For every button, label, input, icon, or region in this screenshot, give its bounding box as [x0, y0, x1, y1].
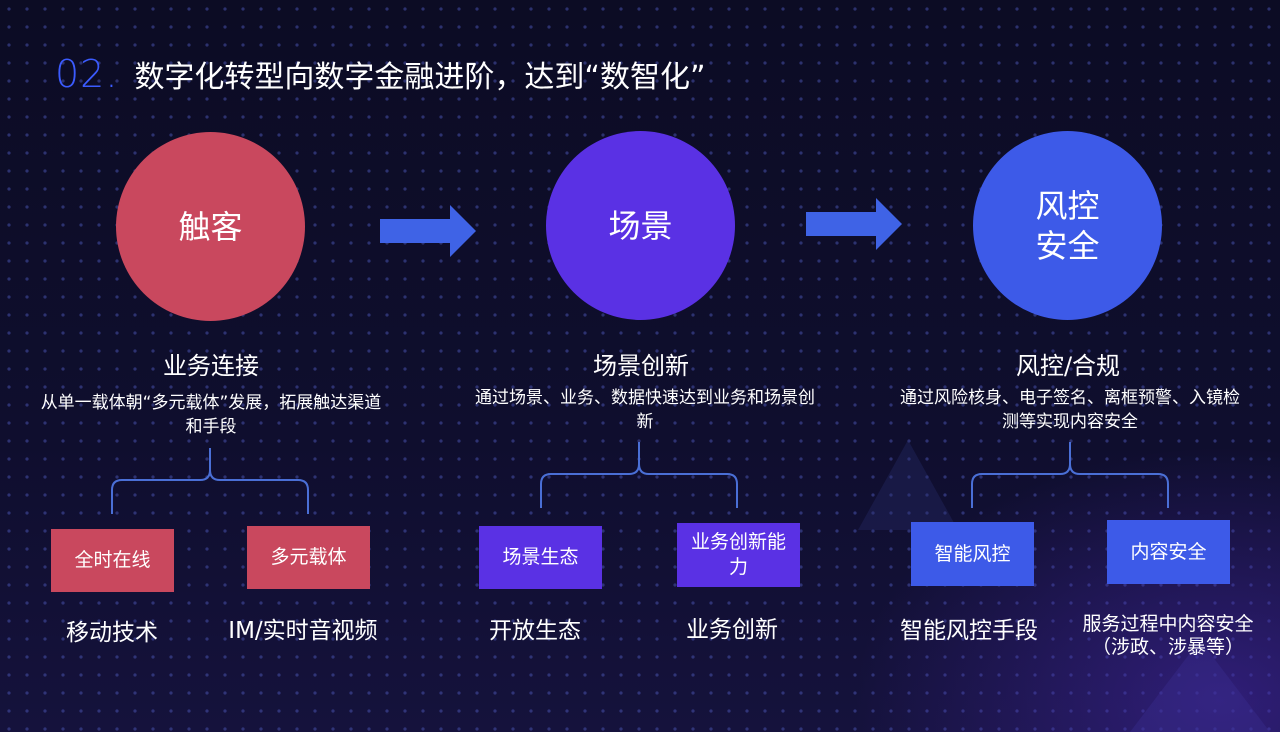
circle-label: 触客: [178, 207, 243, 246]
bracket-connector: [540, 442, 738, 508]
bracket-connector: [971, 442, 1169, 508]
section-number: 02.: [55, 52, 119, 96]
circle-chuke: 触客: [116, 132, 305, 321]
box-caption: 开放生态: [489, 618, 581, 644]
box-label: 场景生态: [502, 546, 579, 568]
stage-description: 通过风险核身、电子签名、离框预警、入镜检测等实现内容安全: [900, 388, 1240, 432]
decorative-triangle: [858, 440, 958, 530]
box-label: 全时在线: [74, 549, 151, 571]
stage-heading: 业务连接: [163, 352, 259, 380]
circle-changjing: 场景: [546, 131, 735, 320]
box-zhineng-fengkong: 智能风控: [911, 522, 1034, 586]
box-caption: 智能风控手段: [900, 618, 1038, 644]
box-label: 业务创新能力: [690, 531, 786, 578]
stage-heading: 场景创新: [593, 352, 689, 380]
circle-fengkong-anquan: 风控 安全: [973, 131, 1162, 320]
title-text: 数字化转型向数字金融进阶，达到“数智化”: [134, 60, 706, 95]
bracket-connector: [111, 448, 309, 514]
circle-label: 场景: [608, 206, 673, 245]
stage-description: 从单一载体朝“多元载体”发展，拓展触达渠道和手段: [40, 393, 382, 437]
box-neirong-anquan: 内容安全: [1107, 520, 1230, 584]
box-caption: 服务过程中内容安全（涉政、涉暴等）: [1082, 613, 1254, 658]
arrow-icon: [380, 205, 476, 257]
box-duoyuan-zaiti: 多元载体: [247, 526, 370, 589]
slide-title: 02. 数字化转型向数字金融进阶，达到“数智化”: [55, 52, 706, 98]
box-caption: 业务创新: [686, 617, 778, 643]
stage-description: 通过场景、业务、数据快速达到业务和场景创新: [475, 388, 815, 432]
box-label: 智能风控: [934, 542, 1011, 565]
circle-label-line-1: 风控: [1035, 186, 1100, 225]
box-caption: IM/实时音视频: [228, 618, 378, 644]
box-label: 多元载体: [270, 546, 347, 568]
arrow-icon: [806, 198, 902, 250]
circle-label-line-2: 安全: [1035, 226, 1100, 265]
box-label: 内容安全: [1130, 540, 1207, 563]
box-changjing-shengtai: 场景生态: [479, 526, 602, 589]
decorative-triangle-2: [1130, 640, 1270, 732]
box-caption: 移动技术: [66, 620, 158, 646]
box-quanshi-zaixian: 全时在线: [51, 529, 174, 592]
stage-heading: 风控/合规: [1015, 352, 1121, 380]
box-yewu-chuangxin-nengli: 业务创新能力: [677, 523, 800, 587]
